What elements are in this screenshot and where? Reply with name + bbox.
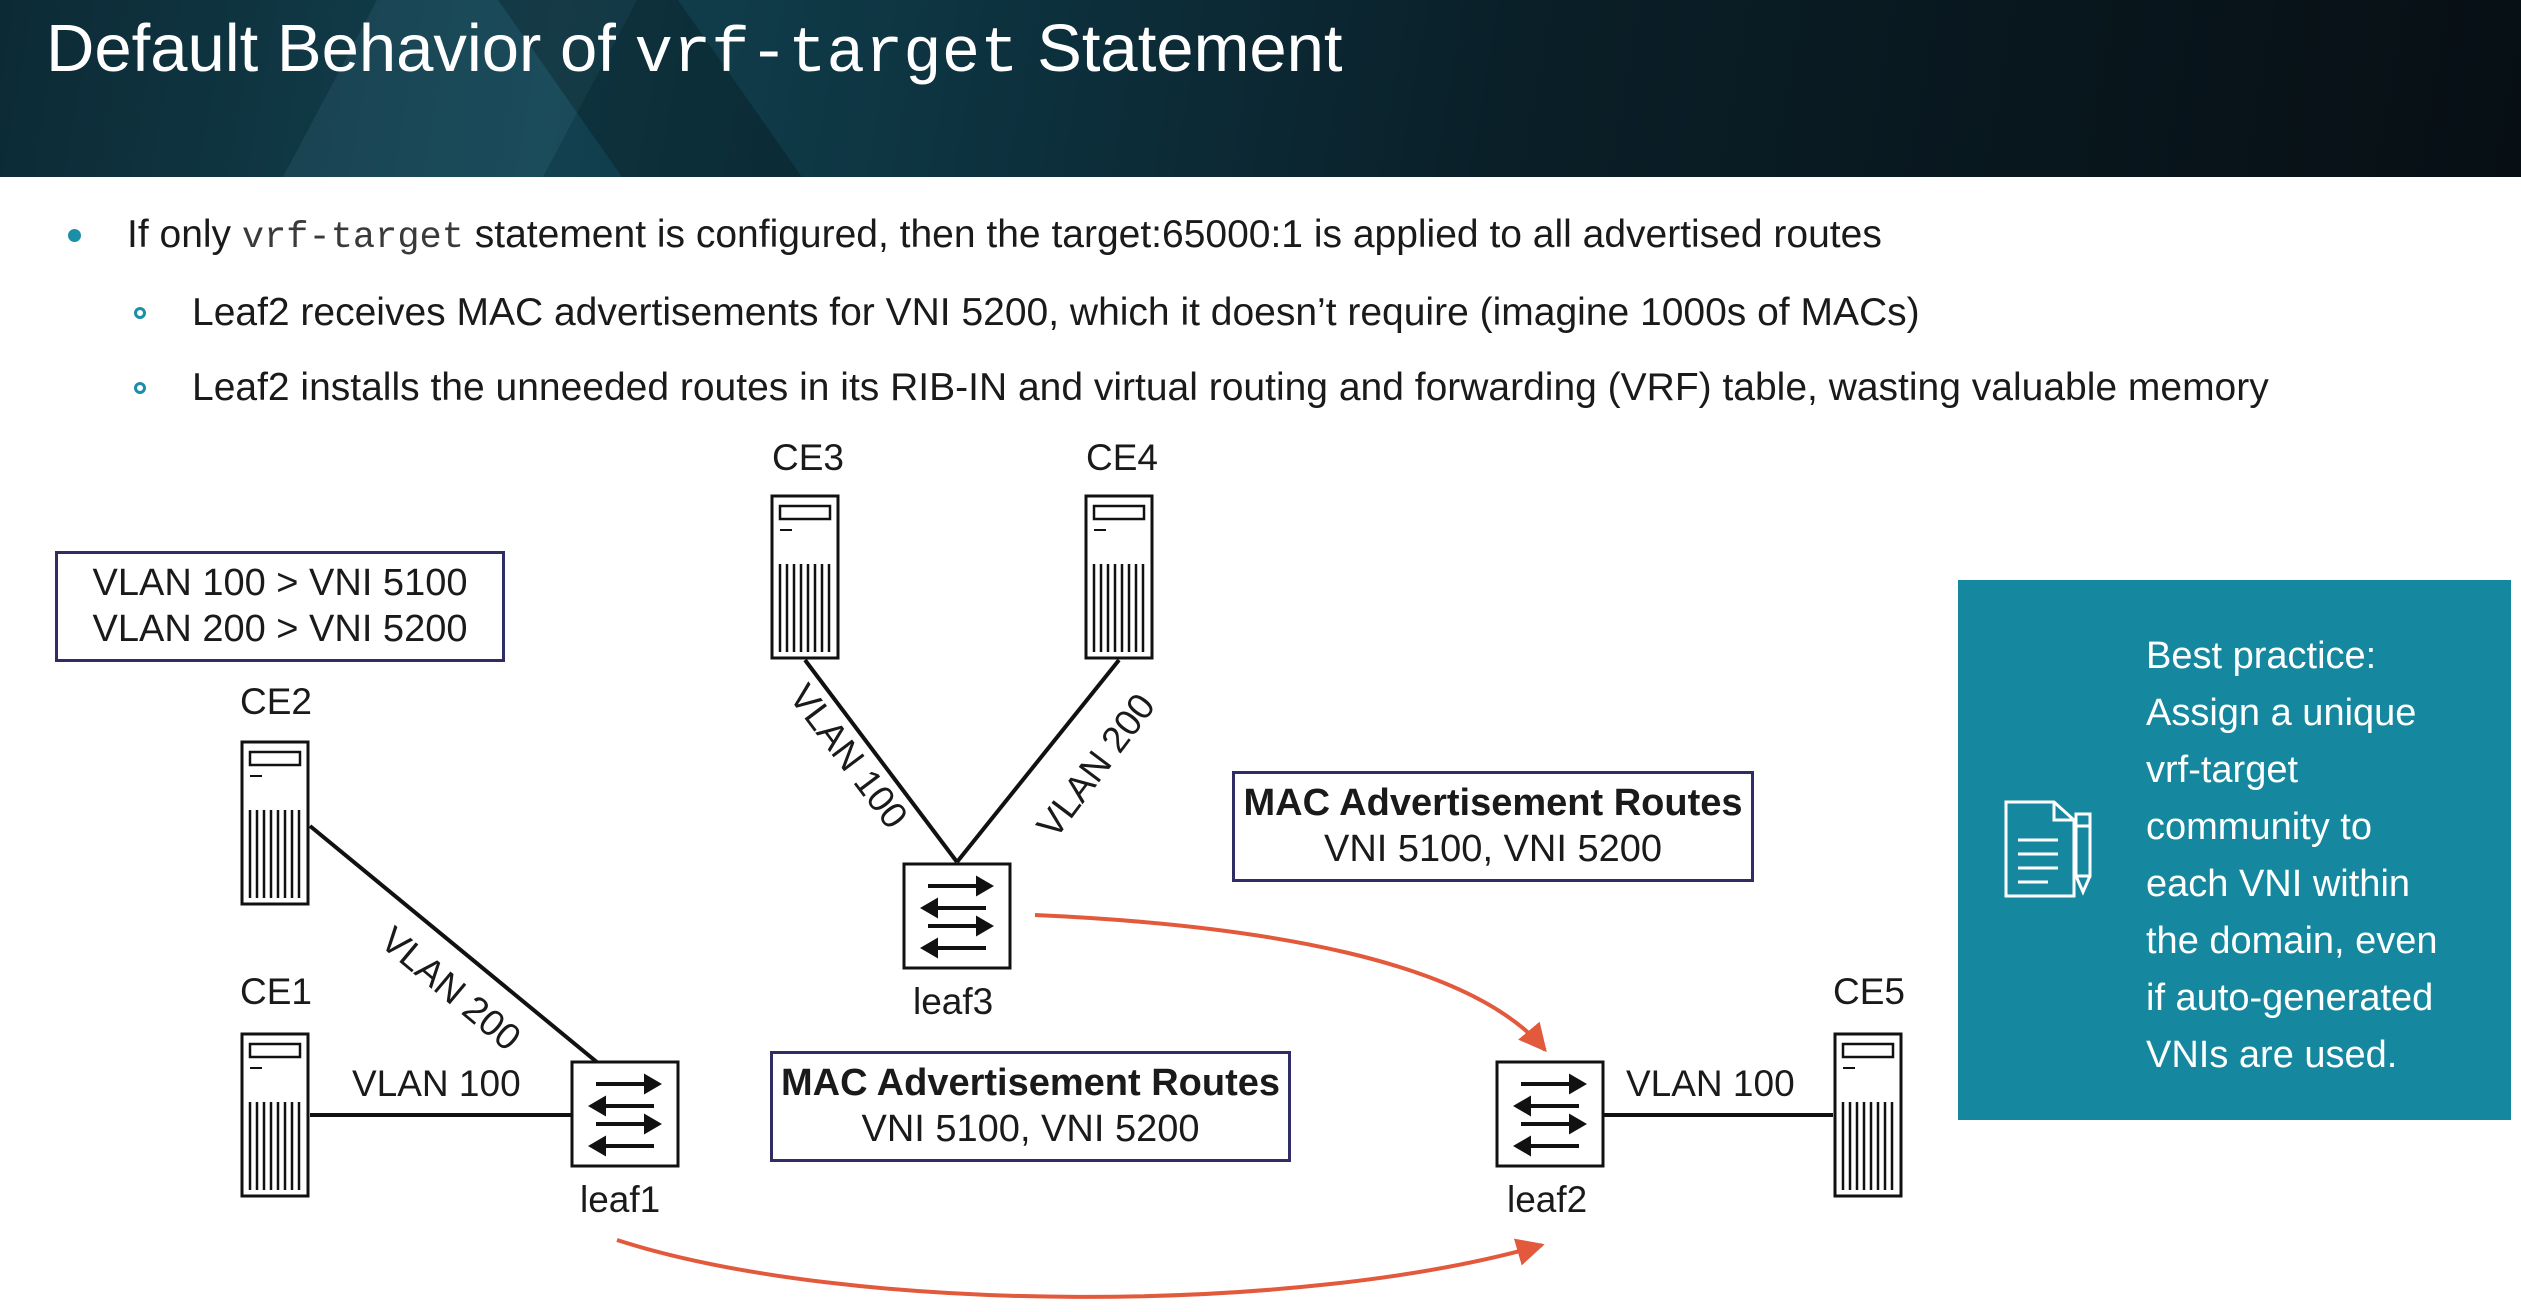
document-pencil-icon — [2004, 800, 2092, 898]
node-label-leaf2: leaf2 — [1507, 1179, 1588, 1220]
bullet-main-code: vrf-target — [241, 217, 464, 259]
bullet-dot — [68, 229, 81, 242]
bullet-ring — [134, 307, 146, 319]
node-label-leaf3: leaf3 — [913, 981, 994, 1022]
bullet-main-suffix: statement is configured, then the target… — [463, 213, 1882, 256]
link-ce4-leaf3 — [955, 658, 1121, 864]
callout-line: Best practice: — [2146, 635, 2377, 677]
title-code: vrf-target — [634, 19, 1019, 91]
server-icon-ce4 — [1084, 494, 1154, 660]
best-practice-callout: Best practice: Assign a unique vrf-targe… — [1958, 580, 2511, 1120]
node-label-ce3: CE3 — [772, 437, 844, 478]
link-ce3-leaf3 — [803, 658, 959, 864]
callout-line: Assign a unique — [2146, 692, 2417, 734]
switch-icon-leaf1 — [570, 1060, 680, 1168]
bullet-ring — [134, 382, 146, 394]
arrow-leaf1-leaf2 — [616, 1238, 1545, 1299]
bullet-main: If only vrf-target statement is configur… — [127, 210, 1882, 263]
title-suffix: Statement — [1018, 11, 1343, 86]
title-prefix: Default Behavior of — [46, 11, 635, 86]
slide-title: Default Behavior of vrf-target Statement — [46, 4, 1343, 94]
callout-line: each VNI within — [2146, 863, 2411, 905]
callout-line: community to — [2146, 806, 2372, 848]
route-box-detail: VNI 5100, VNI 5200 — [1324, 828, 1662, 870]
link-ce2-leaf1 — [308, 824, 600, 1065]
link-label-leaf2-ce5: VLAN 100 — [1626, 1063, 1795, 1104]
callout-line: vrf-target — [2146, 749, 2299, 791]
bullet-sub-2: Leaf2 installs the unneeded routes in it… — [192, 366, 2269, 409]
bullet-main-prefix: If only — [127, 213, 242, 256]
link-label-ce1-leaf1: VLAN 100 — [352, 1063, 521, 1104]
vlan-vni-map-box: VLAN 100 > VNI 5100 VLAN 200 > VNI 5200 — [55, 551, 505, 662]
server-icon-ce5 — [1833, 1032, 1903, 1198]
route-box-leaf1: MAC Advertisement Routes VNI 5100, VNI 5… — [770, 1051, 1291, 1162]
node-label-ce4: CE4 — [1086, 437, 1158, 478]
node-label-ce2: CE2 — [240, 681, 312, 722]
vlan-map-line: VLAN 100 > VNI 5100 — [92, 562, 468, 604]
title-bar: Default Behavior of vrf-target Statement — [0, 0, 2521, 177]
best-practice-text: Best practice: Assign a unique vrf-targe… — [2146, 628, 2486, 1084]
vlan-map-line: VLAN 200 > VNI 5200 — [92, 608, 468, 650]
server-icon-ce3 — [770, 494, 840, 660]
callout-line: if auto-generated — [2146, 977, 2434, 1019]
bullet-sub-1: Leaf2 receives MAC advertisements for VN… — [192, 291, 1920, 334]
server-icon-ce2 — [240, 740, 310, 906]
route-box-title: MAC Advertisement Routes — [1243, 782, 1743, 824]
route-box-leaf3: MAC Advertisement Routes VNI 5100, VNI 5… — [1232, 771, 1754, 882]
callout-line: VNIs are used. — [2146, 1034, 2398, 1076]
node-label-leaf1: leaf1 — [580, 1179, 661, 1220]
route-box-title: MAC Advertisement Routes — [780, 1062, 1280, 1104]
callout-line: the domain, even — [2146, 920, 2438, 962]
arrow-leaf3-leaf2 — [1034, 913, 1547, 1053]
node-label-ce1: CE1 — [240, 971, 312, 1012]
switch-icon-leaf3 — [902, 862, 1012, 970]
server-icon-ce1 — [240, 1032, 310, 1198]
switch-icon-leaf2 — [1495, 1060, 1605, 1168]
route-box-detail: VNI 5100, VNI 5200 — [861, 1108, 1200, 1150]
node-label-ce5: CE5 — [1833, 971, 1905, 1012]
